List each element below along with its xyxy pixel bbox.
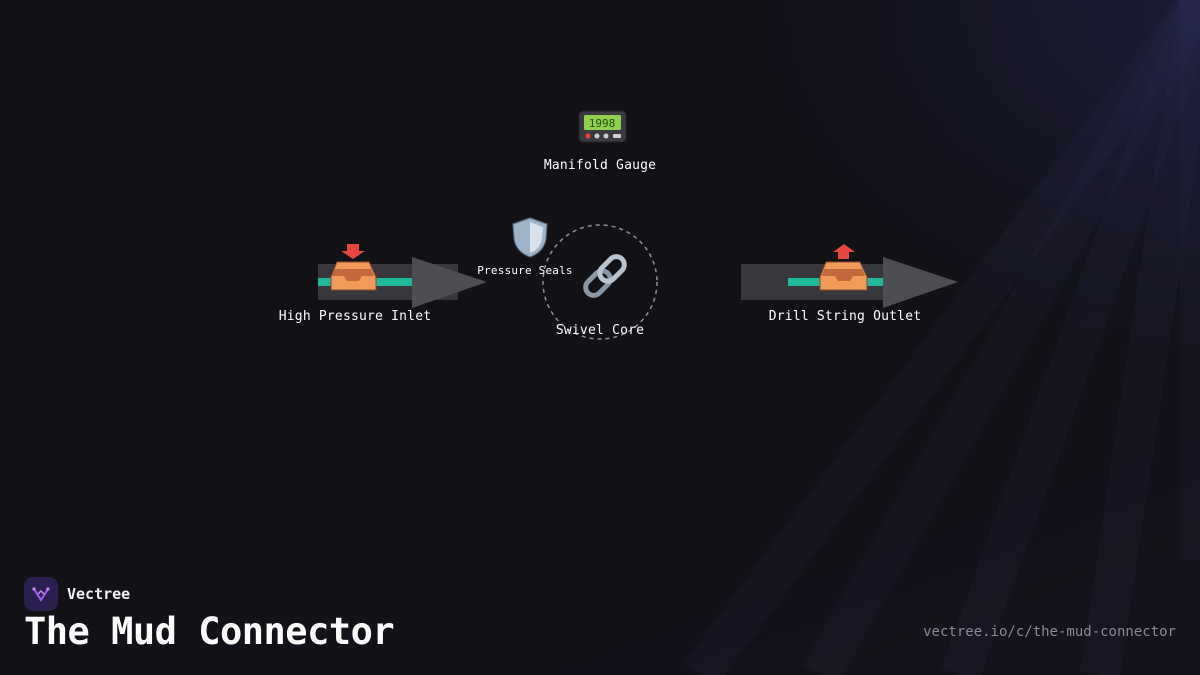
down-arrow-icon: [341, 244, 365, 259]
swivel-core-label: Swivel Core: [555, 323, 645, 338]
drill-string-outlet-label: Drill String Outlet: [768, 309, 922, 324]
swivel-core-link-icon: [583, 254, 627, 298]
svg-text:1998: 1998: [589, 117, 616, 130]
outlet-flow-arrow: [883, 257, 958, 308]
outlet-outbox-tray-icon: [819, 244, 868, 291]
pressure-seals-shield-icon: [512, 217, 548, 258]
brand: Vectree: [24, 577, 130, 611]
inlet-flow-arrow: [412, 257, 487, 308]
high-pressure-inlet-label: High Pressure Inlet: [278, 309, 432, 324]
pressure-seals-label: Pressure Seals: [477, 264, 573, 277]
swivel-core-ring: [542, 224, 658, 340]
brand-name: Vectree: [67, 585, 131, 603]
vectree-logo-icon: [24, 577, 58, 611]
manifold-gauge-label: Manifold Gauge: [543, 158, 657, 173]
up-arrow-icon: [833, 244, 855, 259]
source-url-link[interactable]: vectree.io/c/the-mud-connector: [923, 624, 1176, 640]
page-title: The Mud Connector: [24, 610, 395, 653]
inlet-inbox-tray-icon: [330, 244, 377, 291]
manifold-gauge-pager-icon: 1998: [578, 110, 627, 143]
